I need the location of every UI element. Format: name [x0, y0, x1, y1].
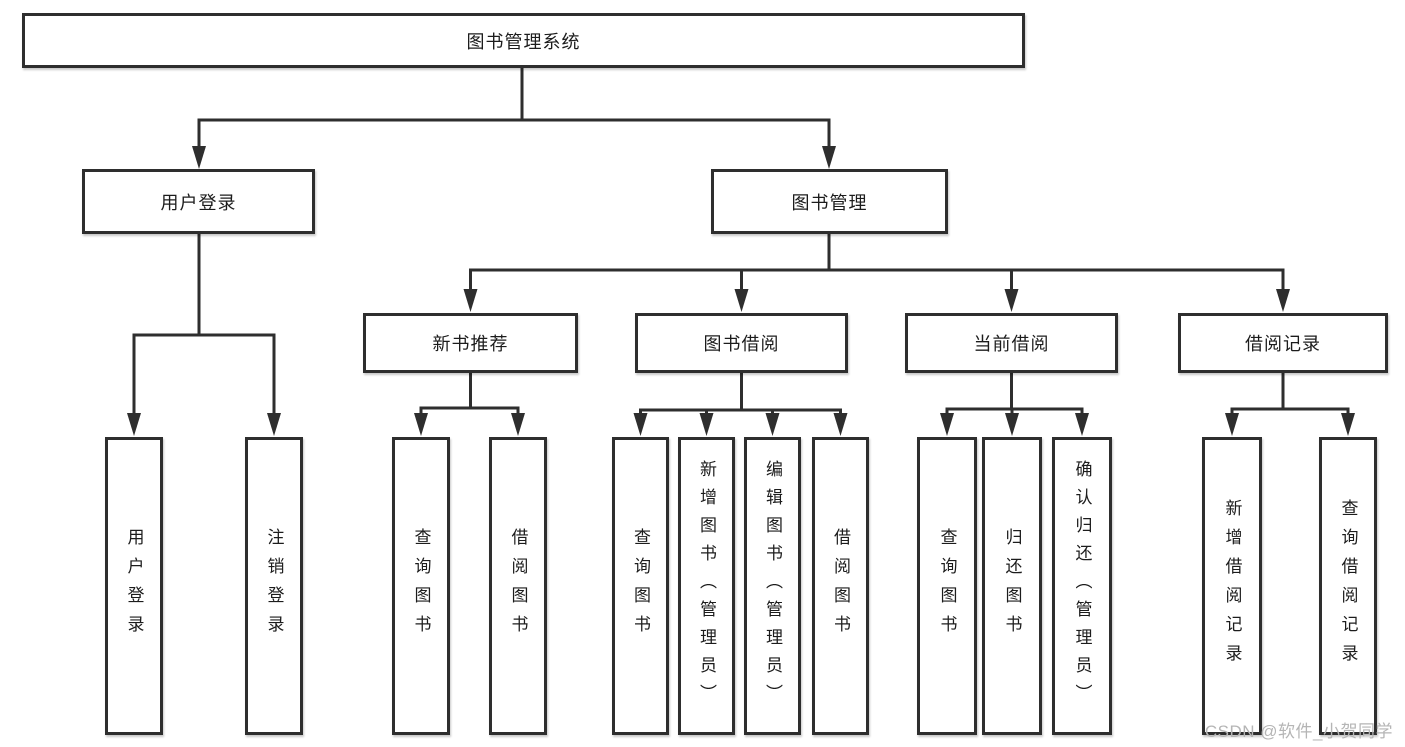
node-book-borrow: 图书借阅	[635, 313, 848, 373]
leaf-query-books-recommend: 查询图书	[392, 437, 450, 735]
leaf-borrow-books-recommend: 借阅图书	[489, 437, 547, 735]
leaf-logout: 注销登录	[245, 437, 303, 735]
node-borrow-records: 借阅记录	[1178, 313, 1388, 373]
node-current-borrow: 当前借阅	[905, 313, 1118, 373]
leaf-borrow-books-borrow: 借阅图书	[812, 437, 869, 735]
leaf-return-books: 归还图书	[982, 437, 1042, 735]
leaf-edit-book-admin: 编辑图书（管理员）	[744, 437, 801, 735]
leaf-query-books-current: 查询图书	[917, 437, 977, 735]
node-user-login: 用户登录	[82, 169, 315, 234]
node-new-book-recommend: 新书推荐	[363, 313, 578, 373]
leaf-add-book-admin: 新增图书（管理员）	[678, 437, 735, 735]
node-library-system: 图书管理系统	[22, 13, 1025, 68]
node-book-management: 图书管理	[711, 169, 948, 234]
leaf-add-borrow-record: 新增借阅记录	[1202, 437, 1262, 735]
leaf-confirm-return-admin: 确认归还（管理员）	[1052, 437, 1112, 735]
arrowheads	[127, 146, 1355, 436]
watermark: CSDN @软件_小贺同学	[1204, 722, 1393, 741]
leaf-query-borrow-record: 查询借阅记录	[1319, 437, 1377, 735]
leaf-user-login: 用户登录	[105, 437, 163, 735]
leaf-query-books-borrow: 查询图书	[612, 437, 669, 735]
